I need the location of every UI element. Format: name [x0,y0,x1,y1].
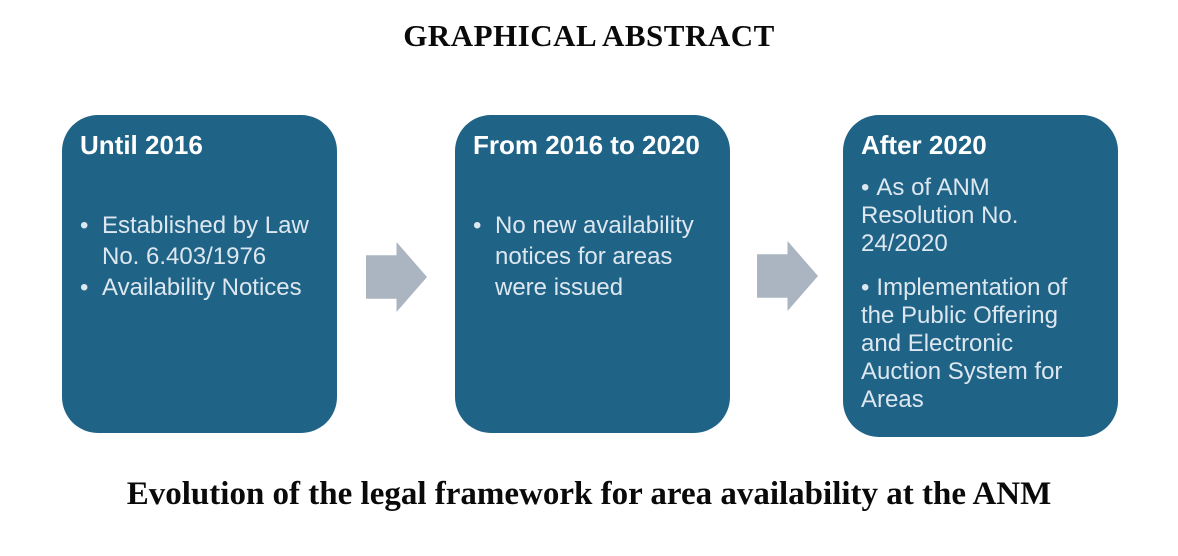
bullet-item: •As of ANM Resolution No. 24/2020 [861,174,1083,258]
bullet-text: Availability Notices [102,273,302,301]
bullet-marker: • [80,211,89,239]
bullet-list: • No new availability notices for areas … [473,210,718,304]
page-title: GRAPHICAL ABSTRACT [403,18,775,53]
bullet-text: Implementation of the Public Offering an… [861,273,1068,414]
bullet-marker: • [861,273,870,301]
bullet-text: Established by Law No. 6.403/1976 [102,211,309,270]
timeline-box-after-2020: After 2020 •As of ANM Resolution No. 24/… [843,115,1118,437]
box-heading: From 2016 to 2020 [473,130,700,160]
right-arrow-icon [366,242,427,312]
bullet-marker: • [473,211,482,239]
right-arrow-icon [757,241,818,311]
bullet-list: • Established by Law No. 6.403/1976 • Av… [80,210,325,304]
timeline-box-2016-2020: From 2016 to 2020 • No new availability … [455,115,730,433]
bullet-item: • Established by Law No. 6.403/1976 [80,210,325,272]
bullet-text: No new availability notices for areas we… [495,211,694,301]
figure-caption: Evolution of the legal framework for are… [126,476,1052,512]
bullet-item: •Implementation of the Public Offering a… [861,274,1083,414]
box-heading: After 2020 [861,130,987,160]
bullet-item: • Availability Notices [80,272,325,303]
bullet-item: • No new availability notices for areas … [473,210,718,304]
timeline-box-until-2016: Until 2016 • Established by Law No. 6.40… [62,115,337,433]
box-heading: Until 2016 [80,130,203,160]
bullet-marker: • [80,273,89,301]
bullet-text: As of ANM Resolution No. 24/2020 [861,173,1019,257]
bullet-marker: • [861,173,870,201]
